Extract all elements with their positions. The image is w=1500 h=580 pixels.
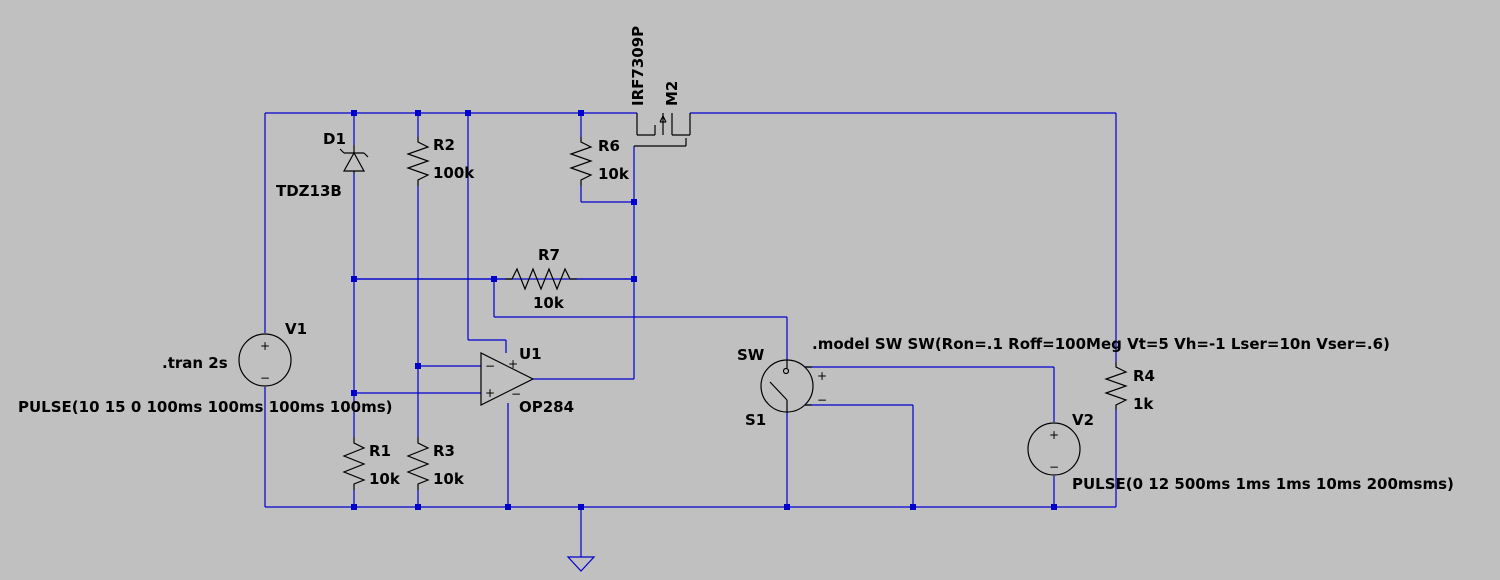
- r6-name-label: R6: [598, 137, 620, 155]
- s1-name-label: S1: [745, 411, 766, 429]
- voltage-switch-s1[interactable]: + −: [760, 359, 827, 413]
- v2-value-label: PULSE(0 12 500ms 1ms 1ms 10ms 200msms): [1072, 475, 1454, 493]
- r4-value-label: 1k: [1133, 395, 1154, 413]
- r3-name-label: R3: [433, 442, 455, 460]
- v1-name-label: V1: [285, 320, 307, 338]
- v1-plus-sign: +: [260, 339, 270, 353]
- v2-plus-sign: +: [1049, 428, 1059, 442]
- resistor-r4[interactable]: [1104, 362, 1128, 410]
- u1-value-label: OP284: [519, 398, 574, 416]
- r3-value-label: 10k: [433, 470, 465, 488]
- d1-value-label: TDZ13B: [276, 182, 342, 200]
- u1-inverting-sign: −: [485, 359, 495, 373]
- r1-name-label: R1: [369, 442, 391, 460]
- v1-minus-sign: −: [260, 371, 270, 385]
- zener-diode-d1[interactable]: [339, 145, 369, 173]
- r1-value-label: 10k: [369, 470, 401, 488]
- r7-value-label: 10k: [533, 294, 565, 312]
- s1-control-minus: −: [817, 393, 827, 407]
- u1-vminus-sign: −: [511, 387, 521, 401]
- pmos-transistor-m2[interactable]: [634, 113, 691, 147]
- r4-name-label: R4: [1133, 367, 1155, 385]
- opamp-u1[interactable]: − + + −: [480, 352, 535, 406]
- m2-value-label: IRF7309P: [629, 26, 647, 106]
- resistor-r3[interactable]: [406, 437, 430, 490]
- resistor-r7[interactable]: [505, 267, 577, 291]
- v2-name-label: V2: [1072, 411, 1094, 429]
- r2-value-label: 100k: [433, 164, 475, 182]
- tran-directive[interactable]: .tran 2s: [162, 354, 228, 372]
- u1-vplus-sign: +: [508, 357, 518, 371]
- s1-control-plus: +: [817, 369, 827, 383]
- ground-symbol[interactable]: [566, 556, 596, 572]
- voltage-source-v1[interactable]: + −: [238, 333, 292, 387]
- r6-value-label: 10k: [598, 165, 630, 183]
- resistor-r1[interactable]: [342, 437, 366, 490]
- r7-name-label: R7: [538, 246, 560, 264]
- u1-noninverting-sign: +: [485, 386, 495, 400]
- s1-model-label: SW: [737, 346, 765, 364]
- junction-dots: [351, 110, 1057, 510]
- resistor-r6[interactable]: [569, 137, 593, 186]
- wires: [264, 112, 1117, 557]
- d1-name-label: D1: [323, 130, 346, 148]
- resistor-r2[interactable]: [406, 137, 430, 186]
- voltage-source-v2[interactable]: + −: [1027, 422, 1081, 476]
- u1-name-label: U1: [519, 345, 542, 363]
- model-directive[interactable]: .model SW SW(Ron=.1 Roff=100Meg Vt=5 Vh=…: [812, 335, 1390, 353]
- v1-value-label: PULSE(10 15 0 100ms 100ms 100ms 100ms): [18, 398, 393, 416]
- m2-name-label: M2: [663, 81, 681, 106]
- r2-name-label: R2: [433, 136, 455, 154]
- v2-minus-sign: −: [1049, 460, 1059, 474]
